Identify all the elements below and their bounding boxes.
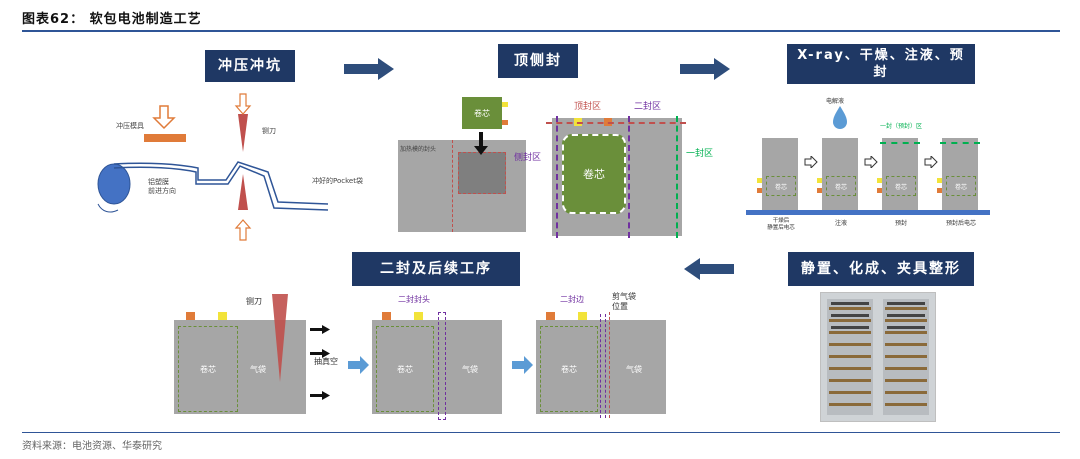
cell-tab-1b [757,188,762,193]
cell5-c-tab1 [546,312,555,320]
preseal-line-2 [940,142,980,144]
cell5-a-core: 卷芯 [178,326,238,412]
flow-arrow-right-2 [680,58,730,80]
cell5-a-tab1 [186,312,195,320]
cut-position-label: 剪气袋 位置 [612,292,636,311]
cell-core-1: 卷芯 [766,176,796,196]
pocket-label: 冲好的Pocket袋 [312,177,363,185]
rack-shelves-image [821,293,935,421]
cell-tab-2a [817,178,822,183]
cell5-a-airbag: 气袋 [250,365,266,374]
step-arrow-icon-3 [924,156,938,168]
cell-3 [882,138,918,210]
side-seal-line [556,116,558,238]
core-small: 卷芯 [462,97,502,129]
step-label-4: 预封后电芯 [945,220,976,227]
stage-rest-formation: 静置、化成、夹具整形 [788,252,974,286]
cell-core-2: 卷芯 [826,176,856,196]
core-big: 卷芯 [562,134,626,214]
cell-2 [822,138,858,210]
cell-tab-4b [937,188,942,193]
second-seal-line [628,116,630,238]
formation-rack-photo [820,292,936,422]
cell-4 [942,138,978,210]
side-seal-label: 侧封区 [514,153,542,163]
top-seal-label: 顶封区 [574,102,602,112]
cell-core-4: 卷芯 [946,176,976,196]
cell5-b-tab2 [414,312,423,320]
stage-xray-dry-fill-preseal: X-ray、干燥、注液、预封 [787,44,975,84]
second-seal-edge [600,314,606,418]
die-label: 冲压模具 [116,122,144,130]
top-rule [22,30,1060,32]
step-label-2: 注液 [834,220,847,227]
stage-punch: 冲压冲坑 [205,50,295,82]
step-label-1: 干燥后 静置后电芯 [767,218,795,231]
cell5-a-tab2 [218,312,227,320]
film-direction-label: 铝塑膜 前进方向 [148,178,176,195]
cell5-c [536,320,666,414]
electrolyte-drop-icon [833,106,847,129]
knife-icon [272,294,288,382]
flow-arrow-left [684,258,734,280]
figure-title: 图表62： 软包电池制造工艺 [22,12,202,27]
cell5-c-core: 卷芯 [540,326,598,412]
cell5-c-tab2 [578,312,587,320]
step-label-3: 预封 [894,220,907,227]
step-arrow-icon-1 [804,156,818,168]
preseal-zone-label: 一封（预封）区 [880,123,923,130]
down-arrow-icon [474,132,488,155]
flow-arrow-right-1 [344,58,394,80]
cell-tab-2b [817,188,822,193]
one-seal-line [676,116,678,238]
step-arrow-icon-2 [864,156,878,168]
second-seal-label: 二封区 [634,102,662,112]
bottom-rule [22,432,1060,433]
cell5-c-airbag: 气袋 [626,365,642,374]
top-seal-line [546,122,686,124]
cell-tab-1a [757,178,762,183]
preseal-line-1 [880,142,920,144]
cell5-b [372,320,502,414]
one-seal-label: 一封区 [686,149,714,159]
heat-head-label: 加热模的封头 [400,146,437,153]
cell-core-3: 卷芯 [886,176,916,196]
cell5-b-tab1 [382,312,391,320]
knife-label-1: 铡刀 [262,127,276,135]
conveyor [746,210,990,215]
second-edge-label: 二封边 [560,295,584,304]
tab-small-1 [502,102,508,107]
cell-tab-3b [877,188,882,193]
stage-top-side-seal: 顶侧封 [498,44,578,78]
tab-small-2 [502,120,508,125]
vacuum-arrows-icon [310,325,330,400]
vacuum-label: 抽真空 [314,357,338,366]
source-note: 资料来源：电池资源、华泰研究 [22,441,162,452]
second-head-label: 二封封头 [398,295,430,304]
electrolyte-label: 电解液 [826,98,845,105]
cut-airbag-line [609,312,610,418]
stage-second-seal: 二封及后续工序 [352,252,520,286]
pocket-cavity [458,152,506,194]
second-seal-head [438,312,446,420]
heat-line [452,140,453,232]
flow-arrow-small-1 [348,356,369,374]
cell-1 [762,138,798,210]
cell5-b-airbag: 气袋 [462,365,478,374]
cell5-b-core: 卷芯 [376,326,434,412]
cell-tab-3a [877,178,882,183]
punch-diagram [97,93,329,241]
cell-tab-4a [937,178,942,183]
knife-label-2: 铡刀 [246,297,262,306]
flow-arrow-small-2 [512,356,533,374]
